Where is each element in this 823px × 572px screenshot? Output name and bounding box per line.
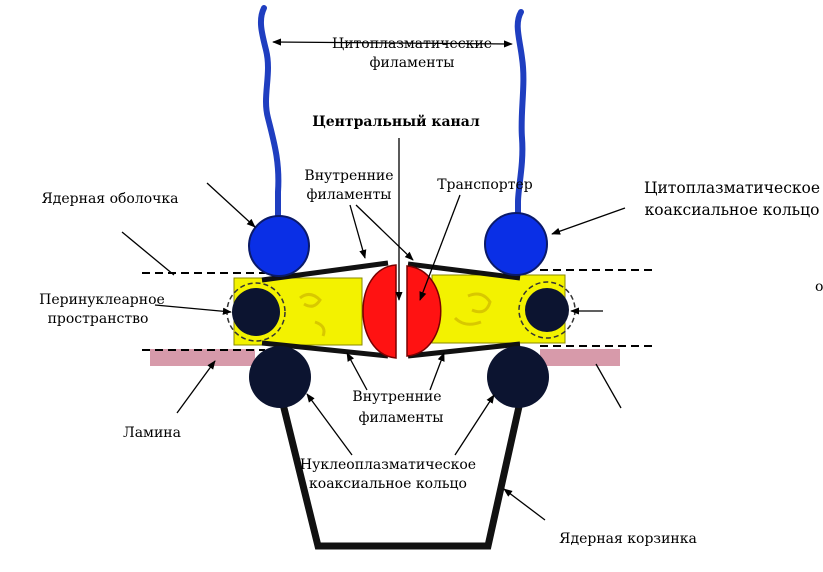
spoke-right-texture — [453, 292, 492, 326]
nuclear-basket-label: Ядерная корзинка — [559, 531, 697, 547]
inner-filaments-top-arrow-right — [355, 204, 414, 261]
inner-filaments-top-arrow-left — [349, 204, 367, 259]
inner-filament-line-top-right — [407, 261, 521, 281]
cytoplasmic-ring-left — [248, 215, 310, 277]
inner-filaments-bottom-label-line2: филаменты — [359, 410, 444, 426]
nuclear-envelope-arrow — [206, 182, 256, 228]
nucleoplasmic-ring-arrow-left — [306, 393, 353, 456]
nuclear-basket — [278, 399, 524, 550]
lamina-band-left — [150, 349, 255, 366]
lamina-arrow — [176, 360, 216, 414]
nucleoplasmic-ring-label-line1: Нуклеоплазматическое — [300, 457, 476, 473]
transporter-left-half — [362, 264, 397, 359]
perinuclear-space-arrow — [154, 304, 232, 315]
edge-mark: o — [815, 279, 823, 295]
cytoplasmic-filament-left — [257, 5, 282, 221]
nucleoplasmic-ring-left — [249, 346, 311, 408]
nuclear-basket-arrow — [503, 488, 546, 521]
perinuclear-space-label-line2: пространство — [48, 311, 149, 327]
lamina-band-right — [540, 349, 620, 366]
inner-filaments-bottom-arrow-left — [346, 352, 368, 391]
inner-filament-line-bottom-left — [261, 340, 389, 359]
central-channel-label: Центральный канал — [312, 113, 480, 130]
cytoplasmic-ring-label-line2: коаксиальное кольцо — [645, 201, 820, 219]
cytoplasmic-filament-right — [514, 9, 527, 219]
inner-filaments-bottom-arrow-right — [429, 352, 445, 391]
spoke-left-texture — [299, 293, 326, 337]
inner-filaments-bottom-label-line1: Внутренние — [352, 389, 441, 405]
inner-filaments-top-label-line2: филаменты — [307, 187, 392, 203]
inner-filament-line-top-left — [261, 260, 389, 283]
cytoplasmic-ring-right — [484, 212, 548, 276]
lumenal-ring-right — [525, 288, 569, 332]
inner-filament-line-bottom-right — [407, 341, 521, 359]
perinuclear-space-pointer — [121, 231, 175, 276]
lumenal-ring-left — [232, 288, 280, 336]
lamina-label: Ламина — [123, 425, 181, 441]
inner-filaments-top-label-line1: Внутренние — [304, 168, 393, 184]
cytoplasmic-ring-label-line1: Цитоплазматическое — [644, 179, 820, 197]
nuclear-envelope-label: Ядерная оболочка — [41, 191, 178, 207]
lamina-right-pointer — [595, 363, 622, 409]
nucleoplasmic-ring-right — [487, 346, 549, 408]
transporter-right-half — [406, 265, 442, 357]
transporter-label: Транспортер — [437, 177, 533, 193]
transporter-arrow — [419, 194, 461, 301]
perinuclear-space-label-line1: Перинуклеарное — [39, 292, 165, 308]
cytoplasmic-filaments-arrow — [272, 38, 513, 48]
nucleoplasmic-ring-arrow-right — [454, 394, 495, 456]
nucleoplasmic-ring-label-line2: коаксиальное кольцо — [309, 476, 467, 492]
cytoplasmic-filaments-label-line2: филаменты — [370, 55, 455, 71]
cytoplasmic-filaments-label-line1: Цитоплазматические — [332, 36, 492, 52]
cytoplasmic-ring-arrow — [551, 207, 626, 235]
